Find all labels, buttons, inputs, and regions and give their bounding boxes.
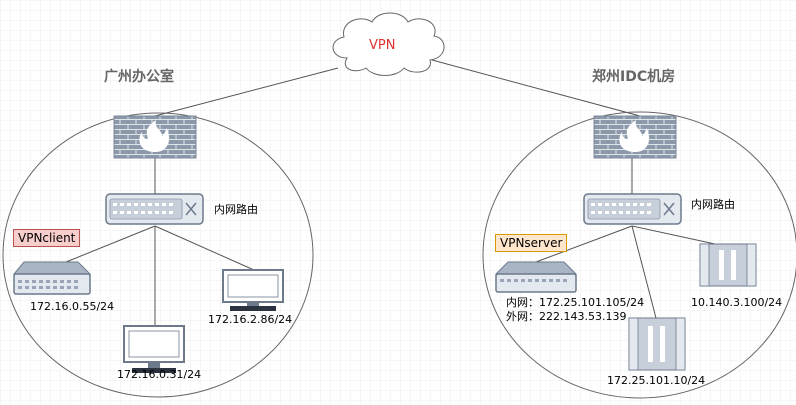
host-label-right-bottom: 172.25.101.10/24 bbox=[607, 374, 706, 387]
router-icon-right bbox=[583, 193, 682, 225]
site-title-left: 广州办公室 bbox=[104, 69, 174, 85]
host-label-left-pc2: 172.16.2.86/24 bbox=[208, 313, 293, 326]
outer-network-label: 外网： bbox=[506, 310, 539, 323]
link-vpn-right bbox=[431, 59, 641, 117]
firewall-icon-right bbox=[593, 115, 677, 159]
link-right-host1 bbox=[631, 225, 657, 319]
vpnclient-tag: VPNclient bbox=[13, 229, 81, 247]
vpn-server-icon bbox=[494, 261, 578, 293]
cloud-label: VPN bbox=[369, 38, 396, 53]
server-rack-icon-bottom bbox=[628, 317, 686, 371]
firewall-icon-left bbox=[113, 115, 197, 159]
site-boundary-left bbox=[2, 112, 314, 398]
site-title-right: 郑州IDC机房 bbox=[592, 69, 676, 85]
link-vpn-left bbox=[154, 67, 339, 117]
outer-network-ip: 222.143.53.139 bbox=[539, 310, 627, 323]
monitor-icon-left-right bbox=[222, 269, 284, 311]
vpn-server-inner-addr: 内网：172.25.101.105/24 bbox=[506, 297, 644, 309]
monitor-icon-left-bottom bbox=[123, 325, 185, 373]
router-icon-left bbox=[105, 193, 204, 225]
vpnserver-tag: VPNserver bbox=[495, 234, 568, 252]
vpn-server-outer-addr: 外网：222.143.53.139 bbox=[506, 311, 626, 323]
link-left-pc2 bbox=[154, 225, 255, 271]
router-label-right: 内网路由 bbox=[691, 198, 735, 211]
host-label-right: 10.140.3.100/24 bbox=[691, 296, 783, 309]
host-label-left-pc1: 172.16.0.31/24 bbox=[117, 368, 202, 381]
server-icon bbox=[12, 261, 92, 295]
cloud-icon bbox=[332, 12, 445, 76]
router-label-left: 内网路由 bbox=[214, 203, 258, 216]
site-boundary-right bbox=[482, 111, 796, 399]
link-right-host2 bbox=[631, 225, 716, 245]
server-rack-icon-right bbox=[699, 243, 757, 287]
link-left-server bbox=[65, 225, 156, 263]
connections bbox=[65, 59, 716, 326]
inner-network-label: 内网： bbox=[506, 296, 539, 309]
inner-network-ip: 172.25.101.105/24 bbox=[539, 296, 645, 309]
link-right-vpnserver bbox=[535, 225, 633, 263]
host-label-left-server: 172.16.0.55/24 bbox=[30, 300, 115, 313]
